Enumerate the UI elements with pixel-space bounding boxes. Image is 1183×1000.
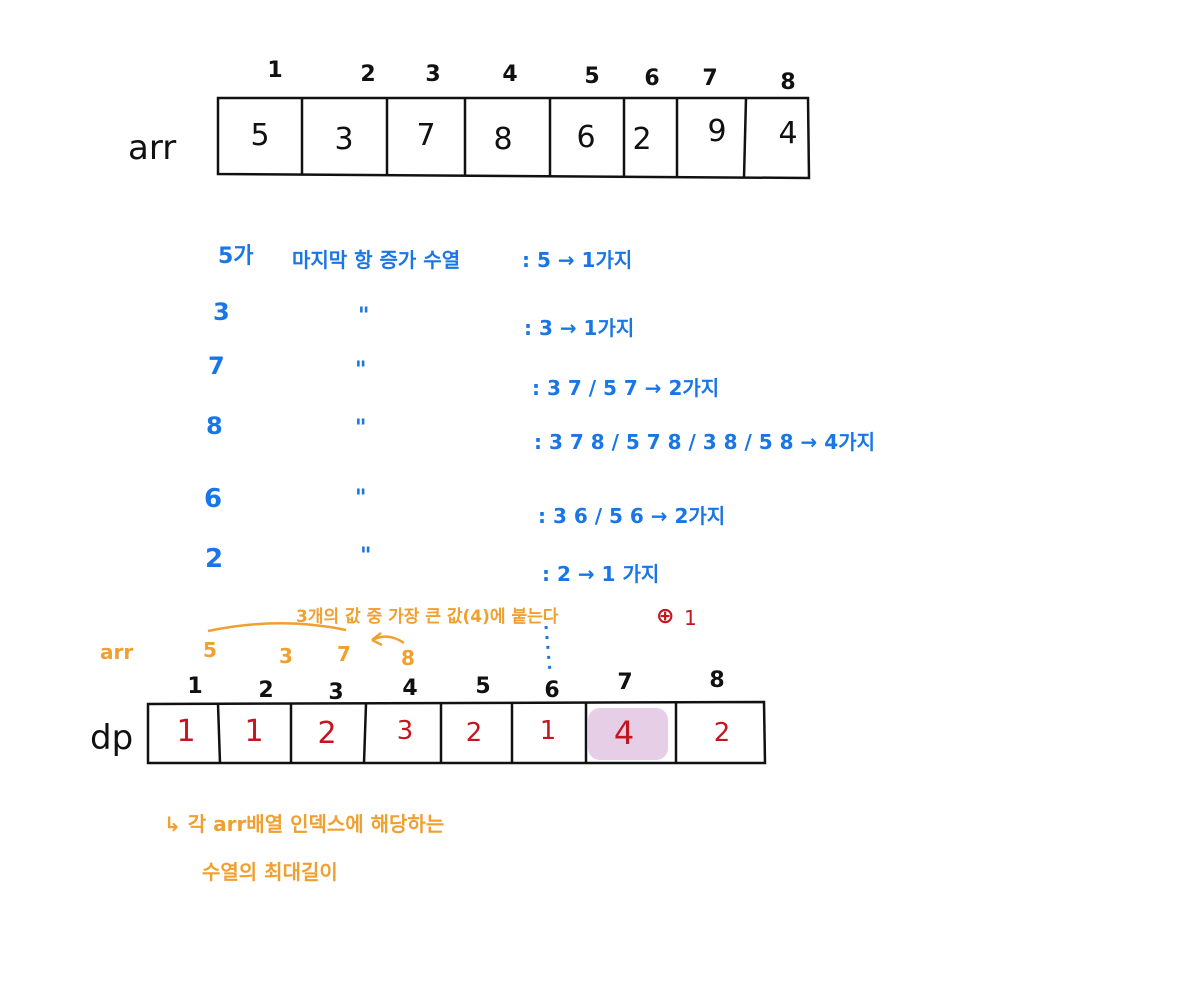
arr-index-7: 7	[702, 66, 718, 91]
line-1-desc: : 5 → 1가지	[522, 248, 633, 272]
arr-label: arr	[128, 128, 177, 168]
dp-index-3: 3	[328, 680, 344, 705]
line-3-desc: : 3 7 / 5 7 → 2가지	[532, 376, 720, 400]
arr-index-8: 8	[780, 70, 796, 95]
dp-index-2: 2	[258, 678, 274, 703]
arr-cell-2: 3	[334, 122, 354, 157]
line-5-desc: : 3 6 / 5 6 → 2가지	[538, 504, 726, 528]
dp-cell-2: 1	[244, 714, 264, 749]
arr-index-2: 2	[360, 62, 376, 87]
line-5-value: 6	[204, 484, 223, 514]
line-6-value: 2	[205, 544, 224, 574]
dp-cell-4: 3	[396, 716, 414, 746]
small-arr-value-3: 7	[337, 642, 351, 666]
line-4-value: 8	[206, 412, 223, 440]
dp-cell-6: 1	[539, 716, 557, 746]
dp-index-1: 1	[187, 674, 203, 699]
dp-highlight	[588, 708, 668, 760]
annotation-text: 3개의 값 중 가장 큰 값(4)에 붙는다	[296, 607, 559, 627]
line-4-ditto: "	[355, 416, 367, 441]
footer-line-2: 수열의 최대길이	[202, 860, 338, 884]
arr-index-1: 1	[267, 58, 283, 83]
dp-cell-3: 2	[317, 716, 337, 751]
dp-cell-5: 2	[465, 718, 483, 748]
small-arr-value-1: 5	[203, 638, 217, 662]
arr-cell-8: 4	[778, 116, 798, 151]
footer-line-1: ↳ 각 arr배열 인덱스에 해당하는	[164, 812, 445, 836]
arr-index-5: 5	[584, 64, 600, 89]
line-3-ditto: "	[355, 358, 367, 383]
arr-cell-1: 5	[250, 118, 270, 153]
line-2-desc: : 3 → 1가지	[524, 316, 635, 340]
dp-index-5: 5	[475, 674, 491, 699]
line-4-desc: : 3 7 8 / 5 7 8 / 3 8 / 5 8 → 4가지	[534, 430, 875, 454]
arr-cell-4: 8	[493, 122, 513, 157]
line-2-value: 3	[213, 298, 230, 326]
dp-cell-1: 1	[176, 714, 196, 749]
arr-index-3: 3	[425, 62, 441, 87]
small-arr-label: arr	[100, 640, 134, 664]
dp-index-7: 7	[617, 670, 633, 695]
dp-index-4: 4	[402, 676, 418, 701]
arr-cell-3: 7	[416, 118, 436, 153]
dp-cell-7: 4	[613, 714, 635, 752]
arr-cell-5: 6	[576, 120, 596, 155]
arr-index-4: 4	[502, 62, 518, 87]
arr-cell-7: 9	[707, 114, 727, 149]
dp-index-6: 6	[544, 678, 560, 703]
line-3-value: 7	[208, 352, 225, 380]
line-6-ditto: "	[360, 544, 372, 569]
small-arr-value-4: 8	[401, 646, 415, 670]
line-1-title: 마지막 항 증가 수열	[292, 248, 461, 272]
annotation-one: 1	[684, 606, 697, 630]
line-1-value: 5가	[218, 244, 254, 269]
dp-cell-8: 2	[713, 718, 731, 748]
line-5-ditto: "	[355, 486, 367, 511]
dp-label: dp	[90, 718, 134, 758]
dp-index-8: 8	[709, 668, 725, 693]
small-arr-value-2: 3	[279, 644, 293, 668]
arr-cell-6: 2	[632, 122, 652, 157]
plus-icon: ⊕	[656, 604, 675, 629]
arr-index-6: 6	[644, 66, 660, 91]
line-2-ditto: "	[358, 304, 370, 329]
line-6-desc: : 2 → 1 가지	[542, 562, 660, 586]
